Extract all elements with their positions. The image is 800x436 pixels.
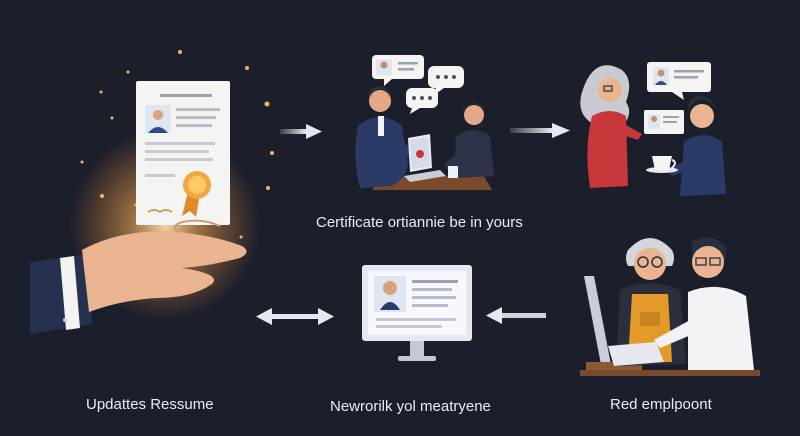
speech-bubble-icon	[406, 88, 438, 114]
hand-icon	[30, 219, 247, 334]
arrow-double-4	[256, 308, 334, 325]
caption-resume: Updattes Ressume	[86, 396, 214, 413]
certificate-icon	[136, 81, 230, 225]
certificate-scene	[30, 50, 274, 334]
new-employee-person	[654, 237, 754, 370]
coffee-cup-icon	[646, 156, 678, 173]
keyboard-icon	[608, 342, 664, 366]
sparkles	[80, 50, 274, 239]
candidate-person	[444, 103, 494, 178]
mentee-person	[668, 96, 726, 196]
interview-scene	[355, 55, 494, 190]
caption-certificate: Certificate ortiannie be in yours	[316, 214, 523, 231]
desk	[580, 370, 760, 376]
laptop-icon	[404, 134, 446, 182]
arrow-right-1	[280, 124, 322, 139]
mentor-person	[580, 65, 642, 188]
caption-employment: Red emplpoont	[610, 396, 712, 413]
speech-bubble-icon	[647, 62, 711, 100]
monitor-icon	[584, 276, 642, 372]
arrow-left-3	[486, 307, 546, 324]
caption-network: Newrorilk yol meatryene	[330, 398, 491, 415]
speech-bubble-icon	[372, 55, 424, 86]
ribbon-seal-icon	[182, 171, 211, 217]
profile-card-icon	[644, 110, 684, 134]
mentor-scene	[580, 62, 726, 196]
monitor-icon	[362, 265, 472, 361]
employment-scene	[580, 237, 760, 376]
desk	[372, 176, 492, 190]
arrow-right-2	[510, 123, 570, 138]
